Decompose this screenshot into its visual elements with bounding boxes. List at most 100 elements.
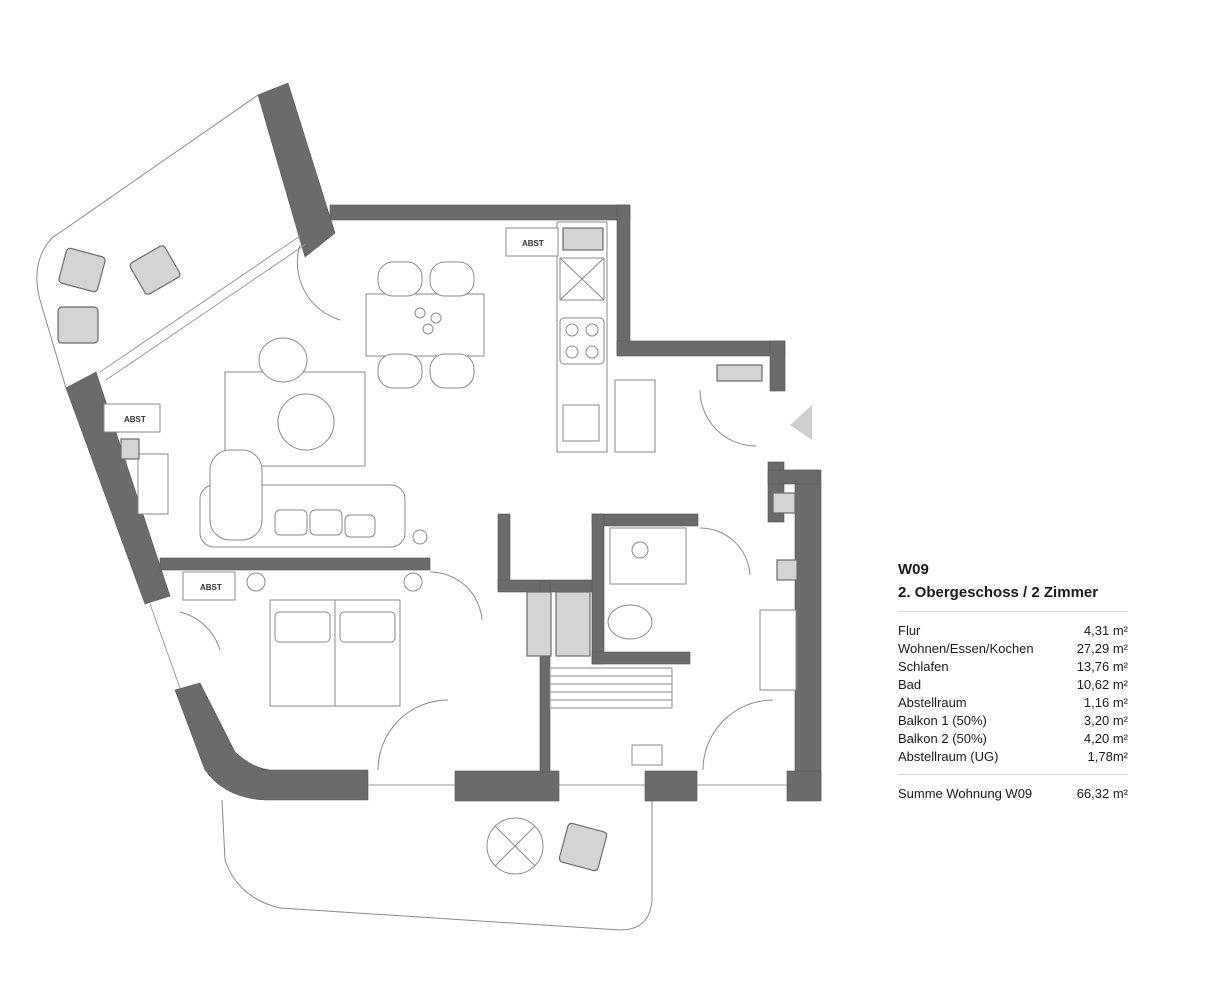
room-name: Abstellraum (UG) xyxy=(898,749,999,764)
wall xyxy=(591,513,605,665)
storage-label: ABST xyxy=(124,415,146,424)
room-name: Wohnen/Essen/Kochen xyxy=(898,641,1034,656)
area-row: Flur 4,31 m² xyxy=(898,622,1128,640)
balcony-2-outline xyxy=(221,799,653,931)
area-table: W09 2. Obergeschoss / 2 Zimmer Flur 4,31… xyxy=(898,560,1128,803)
floor-lamp xyxy=(412,529,428,545)
radiator xyxy=(776,559,798,581)
total-area: 66,32 m² xyxy=(1076,786,1128,801)
vanity xyxy=(759,609,797,691)
wall xyxy=(786,770,822,802)
total-label: Summe Wohnung W09 xyxy=(898,786,1033,801)
wall xyxy=(794,469,822,801)
balcony-1-chair xyxy=(57,306,99,344)
kitchen-sink xyxy=(562,404,600,442)
storage-label: ABST xyxy=(522,239,544,248)
cabinet xyxy=(555,591,591,657)
wall xyxy=(644,770,698,802)
divider xyxy=(898,774,1128,775)
door-swing xyxy=(377,699,449,771)
sofa xyxy=(199,449,406,548)
unit-subtitle: 2. Obergeschoss / 2 Zimmer xyxy=(898,584,1099,601)
room-name: Balkon 1 (50%) xyxy=(898,713,987,728)
wall xyxy=(616,340,786,357)
door-swing xyxy=(179,611,221,651)
room-area: 10,62 m² xyxy=(1076,677,1128,692)
wall xyxy=(497,513,511,591)
fireplace-insert xyxy=(120,438,140,460)
door-swing xyxy=(699,389,757,447)
wall xyxy=(329,204,631,221)
total-row: Summe Wohnung W09 66,32 m² xyxy=(898,785,1128,803)
room-area: 27,29 m² xyxy=(1076,641,1128,656)
wall xyxy=(591,513,699,527)
stair-treads xyxy=(549,667,673,709)
entrance-marker xyxy=(790,405,812,440)
room-area: 13,76 m² xyxy=(1076,659,1128,674)
wall xyxy=(767,469,819,485)
area-row: Balkon 2 (50%) 4,20 m² xyxy=(898,730,1128,748)
radiator xyxy=(772,492,796,514)
storage-box xyxy=(505,227,559,257)
wall xyxy=(257,82,336,258)
nightstand-lamp xyxy=(246,572,266,592)
storage-box xyxy=(182,571,236,601)
table-decor xyxy=(414,307,442,335)
wall xyxy=(65,371,171,605)
area-row: Schlafen 13,76 m² xyxy=(898,658,1128,676)
dining-chair xyxy=(377,261,475,389)
door-swing xyxy=(702,699,774,771)
area-row: Bad 10,62 m² xyxy=(898,676,1128,694)
room-area: 3,20 m² xyxy=(1083,713,1128,728)
armchair xyxy=(258,337,308,383)
divider xyxy=(898,611,1128,612)
room-name: Abstellraum xyxy=(898,695,967,710)
wall xyxy=(159,557,431,571)
coffee-table xyxy=(277,393,335,451)
door-swing xyxy=(429,571,483,621)
room-area: 1,78m² xyxy=(1087,749,1128,764)
nightstand-lamp xyxy=(403,572,423,592)
room-name: Flur xyxy=(898,623,921,638)
shower xyxy=(526,591,552,657)
room-name: Schlafen xyxy=(898,659,949,674)
balcony-1-chair xyxy=(58,247,106,293)
oven xyxy=(559,257,605,301)
floor-plan-drawing: ABST ABST ABST xyxy=(36,82,822,931)
door-swing xyxy=(296,244,341,321)
storage-box xyxy=(103,403,161,433)
area-row: Abstellraum (UG) 1,78m² xyxy=(898,748,1128,766)
unit-title: W09 xyxy=(898,561,929,578)
fireplace xyxy=(137,453,169,515)
window xyxy=(99,235,301,373)
balcony-2-table xyxy=(486,817,544,875)
cooktop xyxy=(559,317,605,365)
room-area: 4,20 m² xyxy=(1083,731,1128,746)
area-row: Abstellraum 1,16 m² xyxy=(898,694,1128,712)
balcony-2-chair xyxy=(558,822,608,872)
storage-label: ABST xyxy=(200,583,222,592)
area-row: Wohnen/Essen/Kochen 27,29 m² xyxy=(898,640,1128,658)
window xyxy=(149,603,181,689)
wall xyxy=(616,204,631,356)
room-area: 1,16 m² xyxy=(1083,695,1128,710)
room-area: 4,31 m² xyxy=(1083,623,1128,638)
room-name: Balkon 2 (50%) xyxy=(898,731,987,746)
room-name: Bad xyxy=(898,677,922,692)
wall xyxy=(769,340,786,392)
fridge xyxy=(562,227,604,251)
window xyxy=(105,243,307,381)
wall xyxy=(591,651,691,665)
washing-machine xyxy=(631,744,663,766)
balcony-1-chair xyxy=(129,245,181,295)
bed xyxy=(269,599,401,707)
toilet xyxy=(607,604,653,640)
wardrobe xyxy=(614,379,656,453)
radiator xyxy=(716,364,763,382)
door-swing xyxy=(699,527,751,576)
area-row: Balkon 1 (50%) 3,20 m² xyxy=(898,712,1128,730)
washbasin xyxy=(609,527,687,585)
balcony-1-outline xyxy=(36,94,259,389)
wall xyxy=(454,770,560,802)
